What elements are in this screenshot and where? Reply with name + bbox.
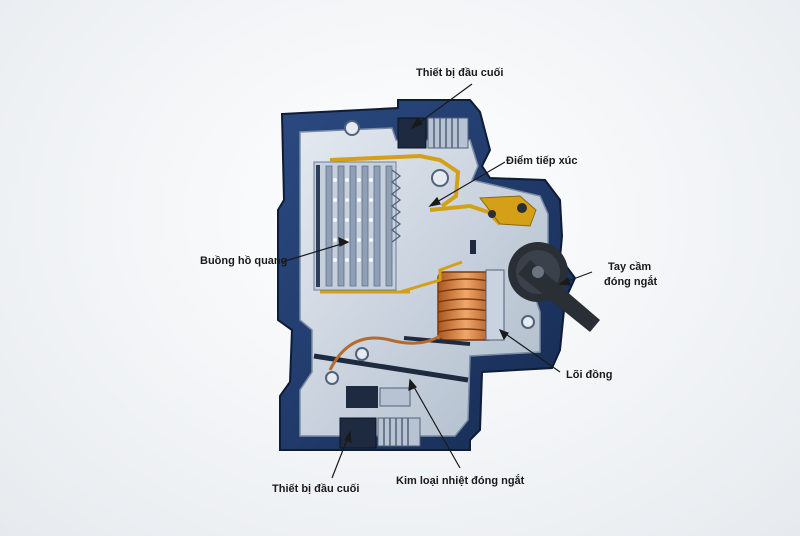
bottom-terminal — [339, 386, 421, 449]
contact-assembly — [329, 153, 537, 227]
label-handle-line1: Tay cầm — [608, 261, 651, 273]
leader-lines — [281, 83, 593, 479]
copper-coil — [320, 240, 505, 341]
label-terminal-top: Thiết bị đầu cuối — [416, 67, 503, 79]
toggle-handle — [508, 242, 600, 332]
label-copper-core: Lõi đồng — [566, 369, 612, 381]
bimetal-strip — [313, 334, 471, 385]
arc-plates — [325, 165, 393, 287]
label-terminal-bottom: Thiết bị đầu cuối — [272, 483, 359, 495]
label-bimetal: Kim loại nhiệt đóng ngắt — [396, 474, 525, 487]
arc-chamber — [313, 161, 401, 291]
label-arc-chamber: Buồng hồ quang — [200, 255, 287, 267]
label-handle-line2: đóng ngắt — [604, 275, 657, 288]
label-contact-point: Điểm tiếp xúc — [506, 155, 578, 167]
